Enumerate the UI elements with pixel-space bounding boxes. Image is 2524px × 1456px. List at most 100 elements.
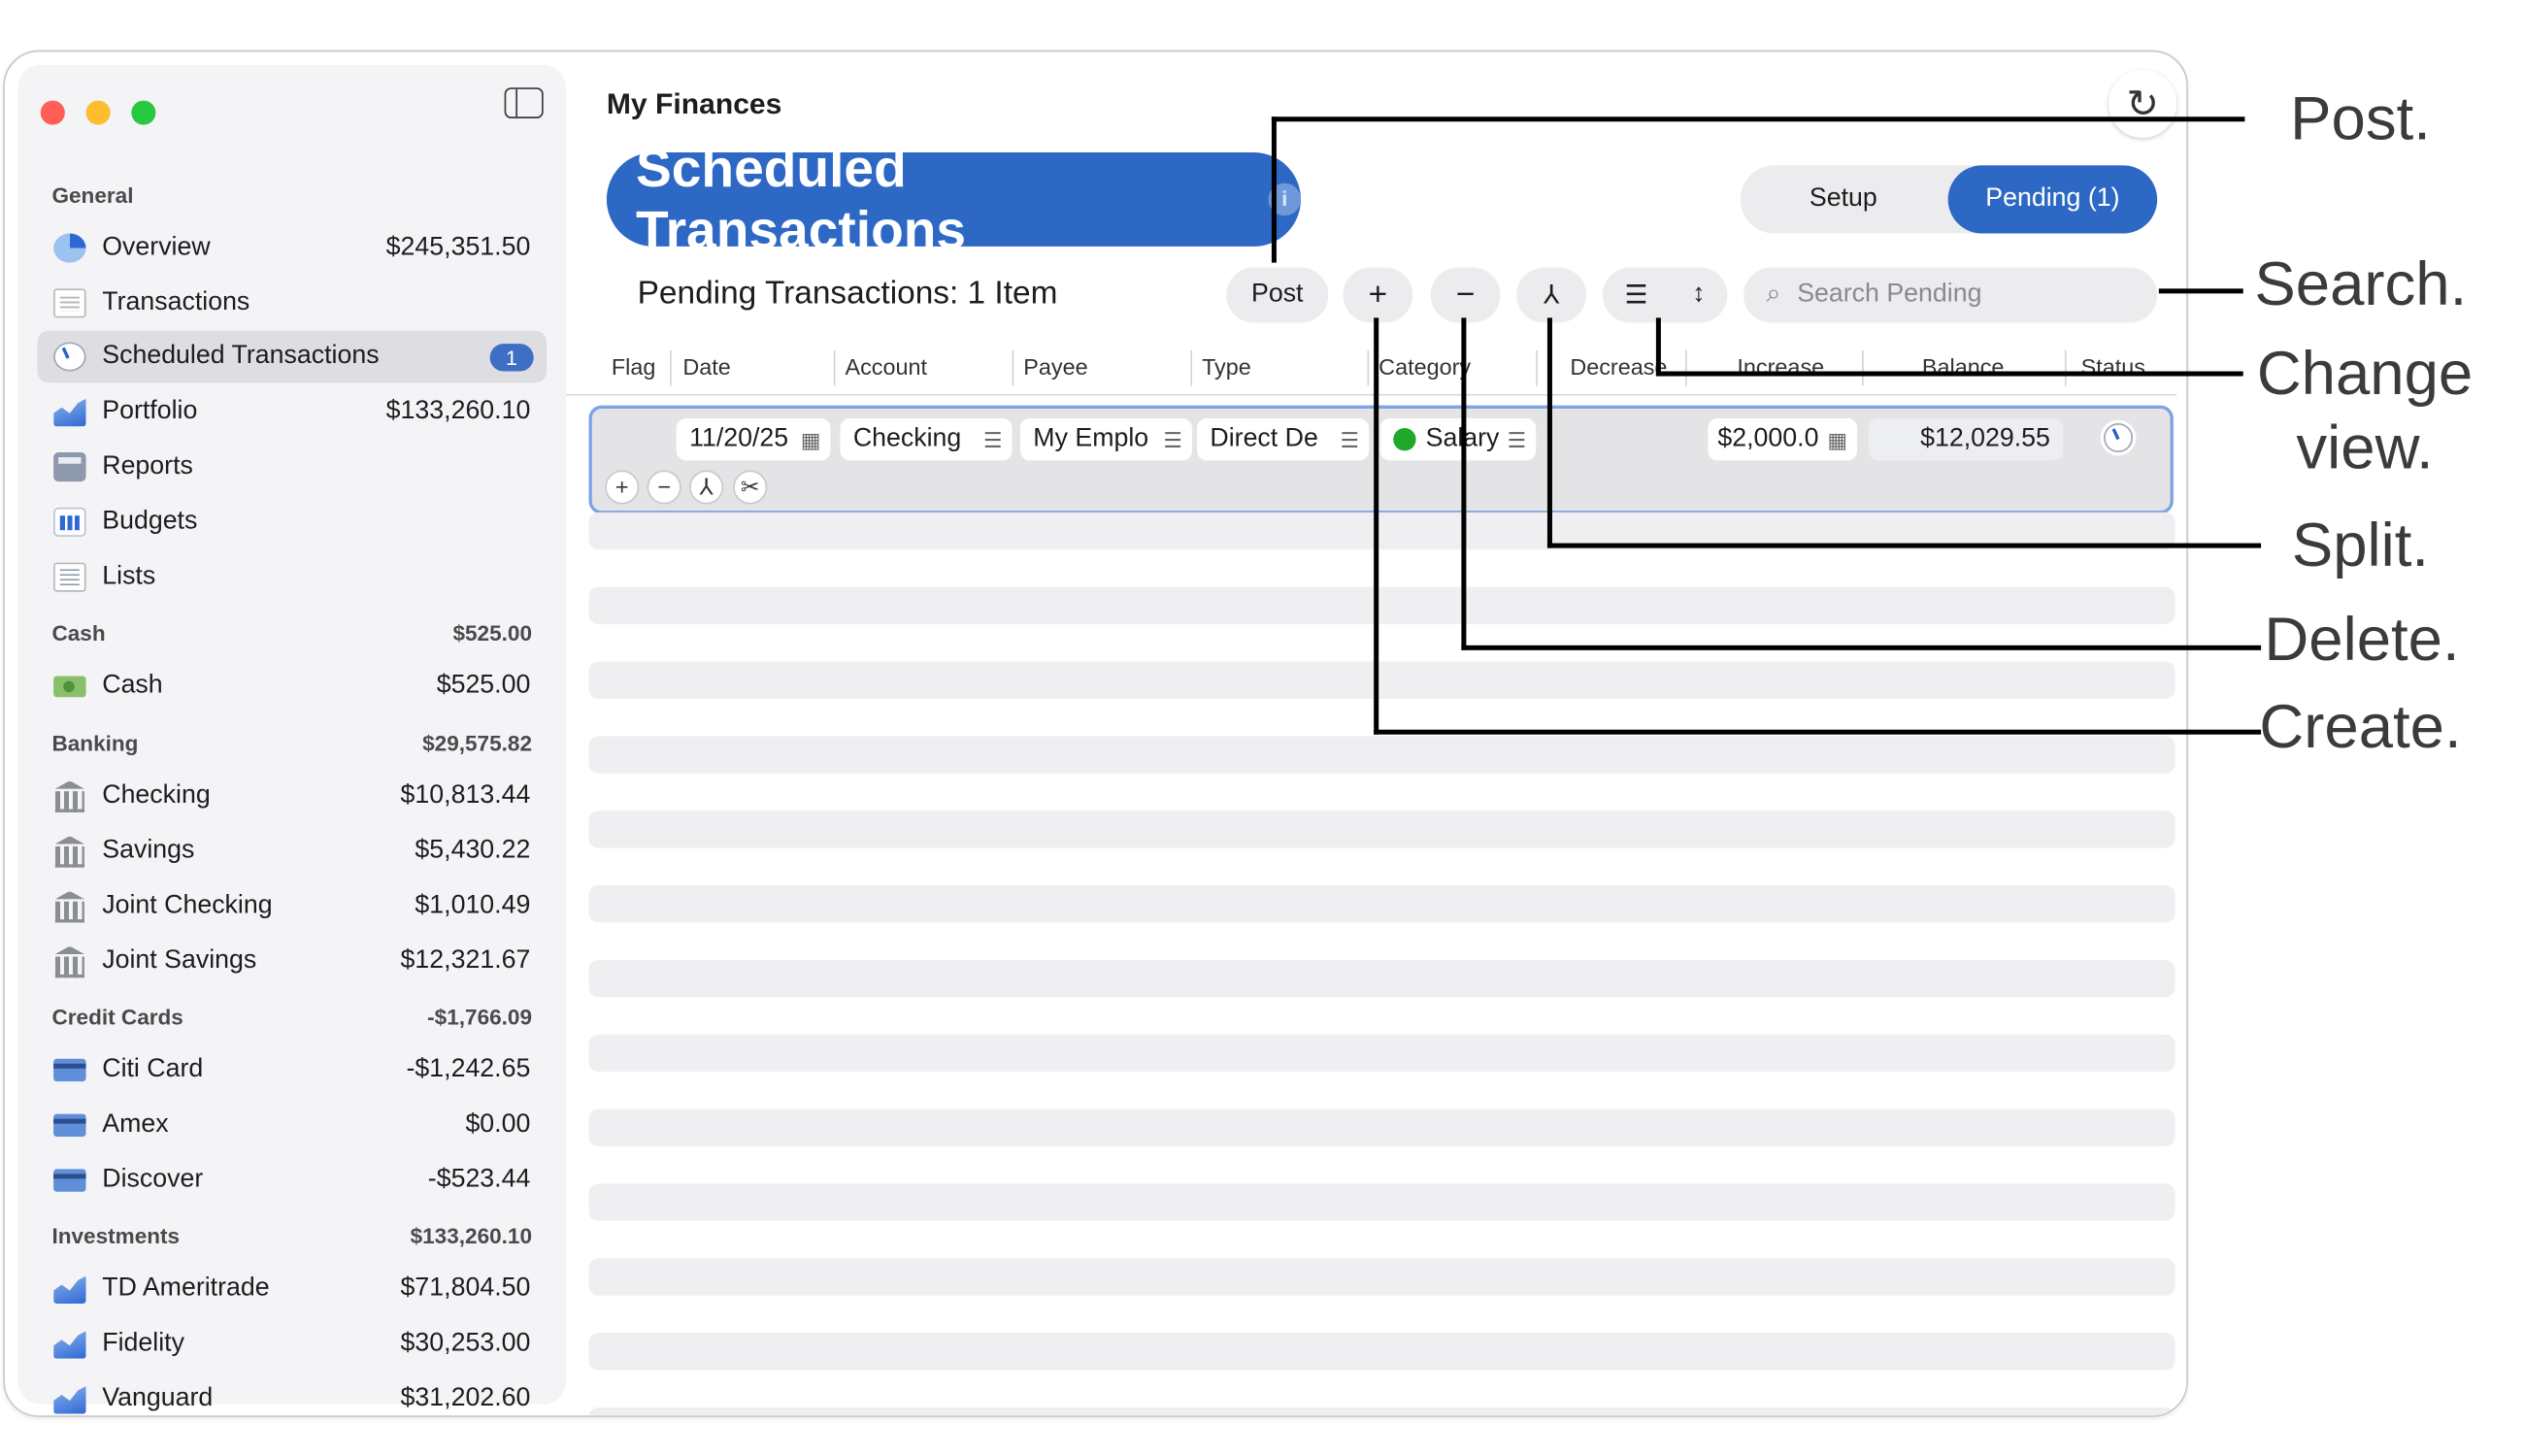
divider bbox=[1190, 349, 1193, 386]
item-label: Amex bbox=[102, 1110, 169, 1139]
minimize-button[interactable] bbox=[85, 100, 111, 125]
sidebar-account-savings[interactable]: Savings$5,430.22 bbox=[37, 825, 547, 877]
item-label: Discover bbox=[102, 1166, 204, 1194]
bank-icon bbox=[53, 891, 85, 922]
credit-card-icon bbox=[53, 1113, 86, 1137]
column-header[interactable]: Type bbox=[1202, 353, 1251, 380]
page-title-text: Scheduled Transactions bbox=[635, 137, 967, 260]
increase-field[interactable]: $2,000.0▦ bbox=[1708, 417, 1858, 461]
list-icon: ☰ bbox=[1163, 427, 1183, 453]
sidebar-account-citi-card[interactable]: Citi Card-$1,242.65 bbox=[37, 1044, 547, 1096]
add-button[interactable]: + bbox=[1343, 267, 1413, 323]
pending-count-label: Pending Transactions: 1 Item bbox=[637, 275, 1058, 312]
section-investments: Investments$133,260.10 bbox=[51, 1224, 532, 1248]
sidebar-account-cash[interactable]: Cash$525.00 bbox=[37, 660, 547, 711]
sidebar-account-discover[interactable]: Discover-$523.44 bbox=[37, 1154, 547, 1206]
annotation-search: Search. bbox=[2254, 250, 2468, 320]
area-chart-icon bbox=[53, 1331, 86, 1359]
sidebar-account-vanguard[interactable]: Vanguard $31,202.60 bbox=[37, 1373, 547, 1415]
sidebar-account-checking[interactable]: Checking$10,813.44 bbox=[37, 770, 547, 821]
item-label: Reports bbox=[102, 452, 193, 480]
delete-button[interactable]: − bbox=[1430, 267, 1501, 323]
calculator-icon bbox=[53, 452, 86, 482]
post-button[interactable]: Post bbox=[1226, 267, 1329, 323]
annotation-post: Post. bbox=[2290, 85, 2431, 154]
sidebar-item-transactions[interactable]: Transactions bbox=[37, 278, 547, 329]
header-divider bbox=[566, 393, 2177, 396]
column-header[interactable]: Flag bbox=[611, 353, 656, 380]
increase-value: $2,000.0 bbox=[1717, 424, 1819, 453]
callout-line bbox=[1271, 116, 2245, 122]
section-label: General bbox=[51, 182, 134, 208]
row-delete-button[interactable]: − bbox=[647, 470, 681, 505]
calendar-icon: ▦ bbox=[800, 427, 821, 453]
empty-row bbox=[588, 1109, 2175, 1146]
column-header[interactable]: Decrease bbox=[1570, 353, 1668, 380]
table-row[interactable]: 11/20/25▦ Checking☰ My Emplo ☰ Direct De☰… bbox=[588, 405, 2174, 514]
payee-value: My Emplo bbox=[1033, 424, 1149, 453]
section-total: $29,575.82 bbox=[422, 731, 533, 756]
close-button[interactable] bbox=[40, 100, 65, 125]
sidebar-toggle-icon[interactable] bbox=[504, 87, 544, 118]
status-clock-icon[interactable] bbox=[2100, 419, 2137, 456]
empty-row bbox=[588, 586, 2175, 625]
search-input[interactable]: ⌕Search Pending bbox=[1744, 267, 2158, 323]
item-label: Vanguard bbox=[102, 1384, 214, 1412]
sidebar-account-joint-checking[interactable]: Joint Checking$1,010.49 bbox=[37, 880, 547, 932]
column-header[interactable]: Date bbox=[682, 353, 731, 380]
item-label: Budgets bbox=[102, 507, 198, 536]
item-label: Cash bbox=[102, 671, 163, 699]
divider bbox=[1684, 349, 1687, 386]
item-label: Lists bbox=[102, 562, 156, 591]
sidebar-account-fidelity[interactable]: Fidelity$30,253.00 bbox=[37, 1318, 547, 1370]
sidebar-item-portfolio[interactable]: Portfolio$133,260.10 bbox=[37, 386, 547, 438]
category-field[interactable]: Salary☰ bbox=[1379, 417, 1537, 461]
item-label: Transactions bbox=[102, 288, 250, 316]
account-value: Checking bbox=[852, 424, 962, 453]
split-button[interactable]: ⅄ bbox=[1516, 267, 1587, 323]
credit-card-icon bbox=[53, 1058, 86, 1082]
payee-field[interactable]: My Emplo ☰ bbox=[1019, 417, 1193, 461]
item-amount: $31,202.60 bbox=[400, 1384, 531, 1412]
callout-line bbox=[1655, 317, 1661, 377]
callout-line bbox=[1461, 645, 2262, 650]
item-label: Checking bbox=[102, 781, 211, 810]
tab-setup[interactable]: Setup bbox=[1809, 184, 1877, 213]
column-header[interactable]: Category bbox=[1378, 353, 1472, 380]
empty-row bbox=[588, 885, 2175, 923]
divider bbox=[1862, 349, 1864, 386]
tab-pending[interactable]: Pending (1) bbox=[1947, 165, 2158, 234]
account-field[interactable]: Checking☰ bbox=[840, 417, 1013, 461]
column-header[interactable]: Account bbox=[845, 353, 928, 380]
empty-row bbox=[588, 1406, 2175, 1416]
section-total: $133,260.10 bbox=[410, 1224, 533, 1249]
section-general: General bbox=[51, 183, 532, 208]
zoom-button[interactable] bbox=[131, 100, 156, 125]
sidebar-account-td-ameritrade[interactable]: TD Ameritrade$71,804.50 bbox=[37, 1263, 547, 1314]
sidebar-account-amex[interactable]: Amex $0.00 bbox=[37, 1100, 547, 1151]
row-split-button[interactable]: ⅄ bbox=[689, 470, 724, 505]
section-banking: Banking$29,575.82 bbox=[51, 731, 532, 755]
bar-chart-icon bbox=[53, 507, 86, 537]
empty-row bbox=[588, 661, 2175, 699]
attachment-icon[interactable]: ✂ bbox=[733, 470, 768, 505]
type-field[interactable]: Direct De☰ bbox=[1197, 417, 1370, 461]
item-label: Scheduled Transactions bbox=[102, 342, 380, 370]
column-header[interactable]: Payee bbox=[1023, 353, 1088, 380]
date-field[interactable]: 11/20/25▦ bbox=[676, 417, 831, 461]
sidebar-item-reports[interactable]: Reports bbox=[37, 441, 547, 492]
sidebar-account-joint-savings[interactable]: Joint Savings$12,321.67 bbox=[37, 936, 547, 987]
sidebar-item-budgets[interactable]: Budgets bbox=[37, 496, 547, 547]
sidebar-item-overview[interactable]: Overview$245,351.50 bbox=[37, 222, 547, 274]
item-amount: $5,430.22 bbox=[415, 836, 531, 865]
divider bbox=[2064, 349, 2067, 386]
item-amount: $30,253.00 bbox=[400, 1329, 531, 1358]
list-icon bbox=[53, 562, 86, 592]
change-view-button[interactable]: ☰↕ bbox=[1602, 267, 1728, 323]
divider bbox=[1536, 349, 1538, 386]
sidebar-item-lists[interactable]: Lists bbox=[37, 551, 547, 603]
item-amount: $0.00 bbox=[465, 1110, 531, 1139]
refresh-icon[interactable]: ↻ bbox=[2109, 69, 2177, 138]
row-add-button[interactable]: + bbox=[605, 470, 640, 505]
